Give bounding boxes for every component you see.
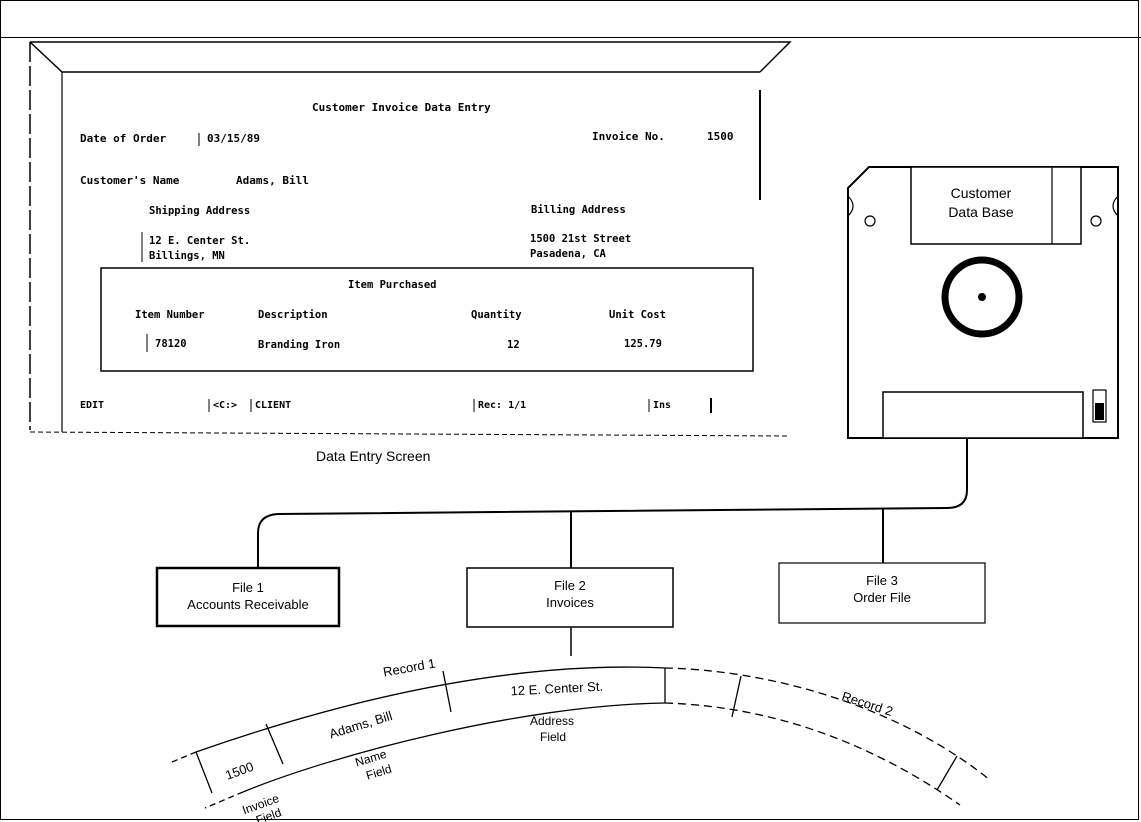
- status-mode: EDIT: [80, 400, 104, 411]
- shipping-line2: Billings, MN: [149, 250, 225, 262]
- floppy-disk: Customer Data Base: [848, 167, 1118, 438]
- file-3-subtitle: Order File: [853, 590, 911, 605]
- cell-divider-3: [443, 671, 451, 712]
- date-value: 03/15/89: [207, 132, 260, 145]
- invoice-value: 1500: [707, 130, 734, 143]
- invoice-cell-value: 1500: [223, 759, 255, 783]
- band-inner-edge-dashed-right: [665, 703, 960, 805]
- file-2-box: File 2 Invoices: [467, 568, 673, 627]
- address-field-label-line1: Address: [530, 714, 574, 728]
- file-1-title: File 1: [232, 580, 264, 595]
- status-path: <C:>: [213, 400, 237, 411]
- band-outer-edge-dashed-right: [665, 668, 990, 780]
- data-entry-screen: Customer Invoice Data Entry Date of Orde…: [30, 42, 790, 436]
- screen-bezel-diagonal: [30, 42, 62, 72]
- record-2-label: Record 2: [840, 688, 895, 719]
- cell-divider-6: [937, 756, 957, 790]
- file-3-title: File 3: [866, 573, 898, 588]
- screen-bottom-edge: [30, 432, 790, 436]
- address-cell-value: 12 E. Center St.: [510, 679, 603, 699]
- screen-title: Customer Invoice Data Entry: [312, 101, 491, 114]
- file-2-title: File 2: [554, 578, 586, 593]
- row-item-number: 78120: [155, 338, 187, 350]
- row-description: Branding Iron: [258, 339, 340, 351]
- col-quantity: Quantity: [471, 309, 522, 321]
- row-quantity: 12: [507, 339, 520, 351]
- billing-line2: Pasadena, CA: [530, 248, 607, 260]
- items-title: Item Purchased: [348, 279, 437, 291]
- cell-divider-1: [196, 752, 212, 793]
- file-1-subtitle: Accounts Receivable: [187, 597, 308, 612]
- col-description: Description: [258, 309, 328, 321]
- col-unit-cost: Unit Cost: [609, 309, 666, 321]
- band-inner-edge-dashed-left: [205, 792, 243, 808]
- address-field-label-line2: Field: [540, 730, 566, 744]
- disk-spindle-hole: [978, 293, 986, 301]
- shipping-line1: 12 E. Center St.: [149, 235, 250, 247]
- disk-label-line2: Data Base: [948, 204, 1014, 220]
- col-item-number: Item Number: [135, 309, 205, 321]
- shipping-label: Shipping Address: [149, 205, 250, 217]
- file-2-subtitle: Invoices: [546, 595, 594, 610]
- customer-label: Customer's Name: [80, 174, 180, 187]
- disk-shutter: [883, 392, 1083, 438]
- status-record: Rec: 1/1: [478, 400, 526, 411]
- disk-write-protect-tab: [1095, 403, 1104, 420]
- invoice-label: Invoice No.: [592, 130, 665, 143]
- billing-label: Billing Address: [531, 204, 626, 216]
- customer-value: Adams, Bill: [236, 174, 309, 187]
- screen-bezel-top: [30, 42, 790, 72]
- file-3-box: File 3 Order File: [779, 563, 985, 623]
- screen-caption: Data Entry Screen: [316, 448, 430, 464]
- cell-divider-2: [266, 724, 283, 764]
- date-label: Date of Order: [80, 132, 166, 145]
- billing-line1: 1500 21st Street: [530, 233, 631, 245]
- status-file: CLIENT: [255, 400, 291, 411]
- name-cell-value: Adams, Bill: [327, 708, 394, 741]
- status-ins: Ins: [653, 400, 671, 411]
- disk-label-line1: Customer: [951, 185, 1012, 201]
- row-unit-cost: 125.79: [624, 338, 662, 350]
- record-1-label: Record 1: [382, 656, 437, 680]
- file-1-box: File 1 Accounts Receivable: [157, 568, 339, 626]
- band-outer-edge-dashed-left: [172, 752, 196, 762]
